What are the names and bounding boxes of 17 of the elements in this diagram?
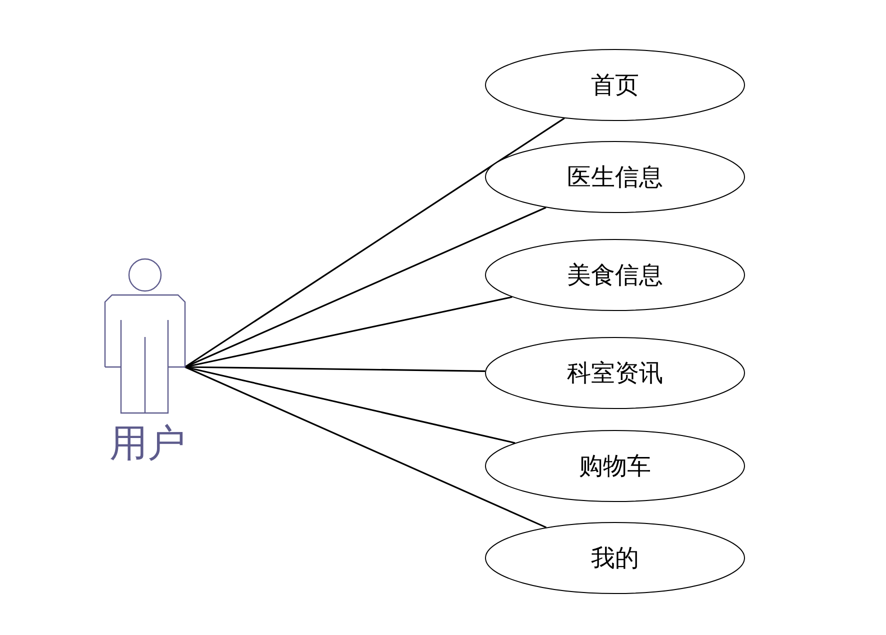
association-line	[184, 118, 565, 368]
use-case-label: 美食信息	[566, 260, 664, 291]
use-case-label: 购物车	[578, 451, 652, 482]
use-case-ellipse	[485, 522, 745, 594]
use-case-ellipse	[485, 49, 745, 121]
use-case-label: 科室资讯	[566, 358, 664, 389]
use-case-label: 医生信息	[566, 162, 664, 193]
use-case-ellipse	[485, 430, 745, 502]
association-line	[184, 206, 546, 368]
association-line	[184, 366, 547, 528]
use-case-ellipse	[485, 141, 745, 213]
use-case-ellipse	[485, 239, 745, 311]
association-line	[184, 366, 516, 444]
use-case-label: 首页	[590, 70, 640, 101]
use-case-ellipse	[485, 337, 745, 409]
actor-label: 用户	[108, 423, 186, 465]
use-case-label: 我的	[590, 543, 640, 574]
